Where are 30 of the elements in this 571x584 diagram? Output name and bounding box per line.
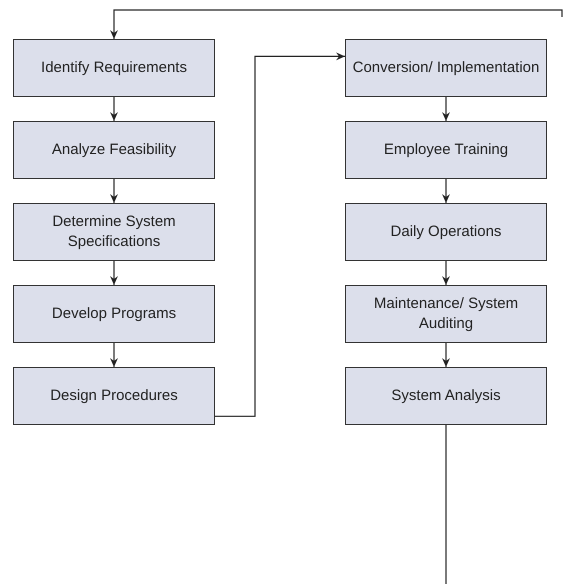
arrow [442,97,450,121]
process-box [13,203,215,261]
box-label: Design Procedures [49,386,179,406]
arrow [442,343,450,367]
box-label: Employee Training [382,140,510,160]
box-label: Maintenance/ System Auditing [372,294,520,334]
arrow [442,261,450,285]
process-box [345,285,547,343]
box-label: System Analysis [390,386,502,406]
box-label: Determine System Specifications [51,212,177,252]
box-label: Daily Operations [390,222,502,242]
arrow [110,179,118,203]
arrow [442,179,450,203]
process-box [13,285,215,343]
arrow [110,343,118,367]
process-box [13,367,215,425]
process-box [13,39,215,97]
box-label: Develop Programs [50,304,178,324]
arrow [110,261,118,285]
box-label: Identify Requirements [40,58,188,78]
process-box [345,121,547,179]
box-label: Analyze Feasibility [50,140,178,160]
box-label: Conversion/ Implementation [352,58,540,78]
arrow [110,97,118,121]
process-box [345,203,547,261]
process-box [345,39,547,97]
process-box [345,367,547,425]
process-box [13,121,215,179]
arrow [215,52,345,417]
arrow [110,9,563,39]
